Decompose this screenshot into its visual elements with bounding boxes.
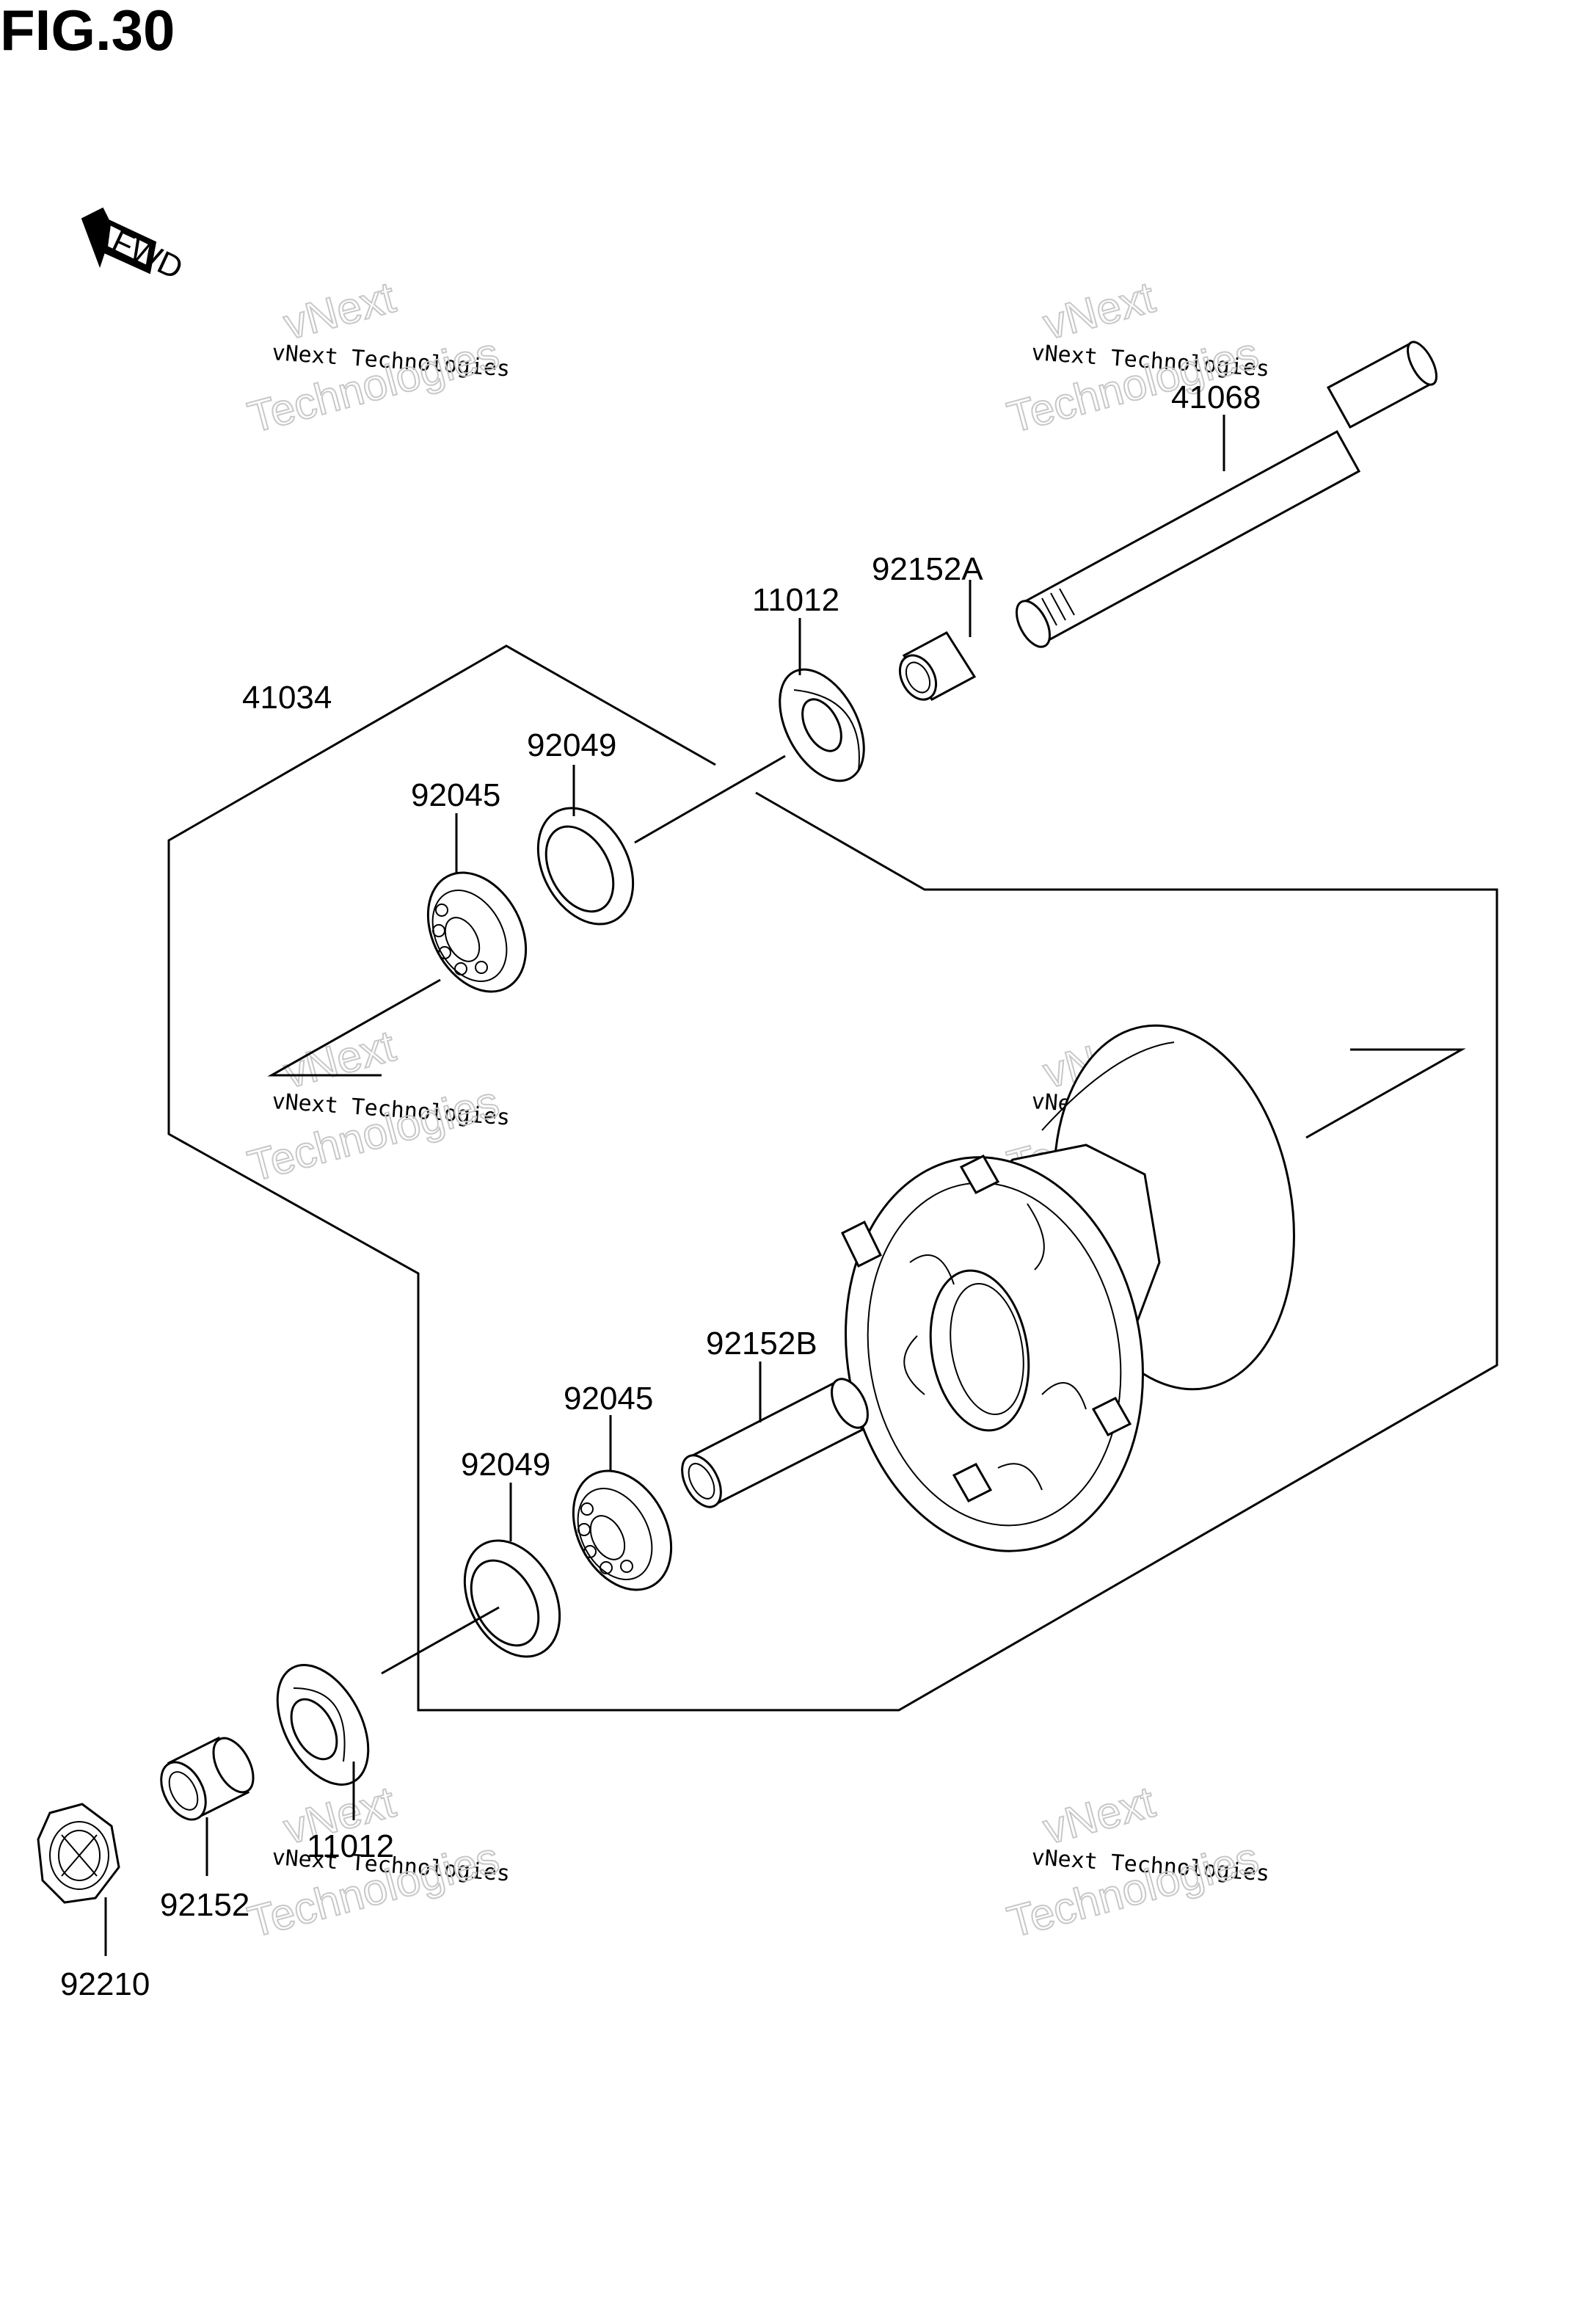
- collar-92152A: [898, 631, 977, 701]
- svg-text:vNext: vNext: [279, 272, 401, 349]
- label-92049-top: 92049: [527, 727, 616, 763]
- label-92045-bottom: 92045: [564, 1381, 653, 1417]
- assembly-bracket: [167, 644, 1498, 1712]
- watermark-3: vNext vNext Technologies Technologies: [242, 1020, 511, 1191]
- bearing-92045-bottom: [572, 1469, 673, 1591]
- label-11012-bottom: 11012: [307, 1828, 394, 1864]
- label-41068: 41068: [1171, 379, 1261, 415]
- bearing-92045-top: [426, 871, 528, 993]
- svg-text:vNext: vNext: [1038, 1777, 1160, 1853]
- svg-text:vNext: vNext: [279, 1021, 401, 1097]
- fwd-arrow-icon: FWD: [81, 207, 189, 287]
- label-92045-top: 92045: [411, 777, 500, 813]
- collar-92152: [160, 1737, 255, 1821]
- label-92210: 92210: [60, 1966, 150, 2002]
- seal-92049-bottom: [463, 1539, 561, 1658]
- nut-92210: [37, 1803, 120, 1904]
- washer-11012-top: [779, 668, 865, 782]
- figure-title: FIG.30: [0, 0, 175, 62]
- washer-11012-bottom: [276, 1664, 370, 1786]
- axle-shaft-41068: [1015, 341, 1438, 648]
- watermark-6: vNext vNext Technologies Technologies: [1002, 1776, 1270, 1947]
- label-41034: 41034: [242, 680, 332, 716]
- label-11012-top: 11012: [752, 582, 839, 618]
- watermark-2: vNext vNext Technologies Technologies: [1002, 272, 1270, 443]
- fwd-label: FWD: [106, 223, 189, 287]
- label-92152A: 92152A: [872, 551, 983, 587]
- label-92049-bottom: 92049: [461, 1447, 550, 1483]
- hub: [840, 1024, 1295, 1552]
- label-92152: 92152: [160, 1887, 249, 1923]
- seal-92049-top: [536, 807, 635, 926]
- svg-text:vNext: vNext: [1038, 272, 1160, 349]
- label-92152B: 92152B: [706, 1326, 817, 1362]
- spacer-92152B: [681, 1378, 869, 1508]
- watermark-1: vNext vNext Technologies Technologies: [242, 272, 511, 443]
